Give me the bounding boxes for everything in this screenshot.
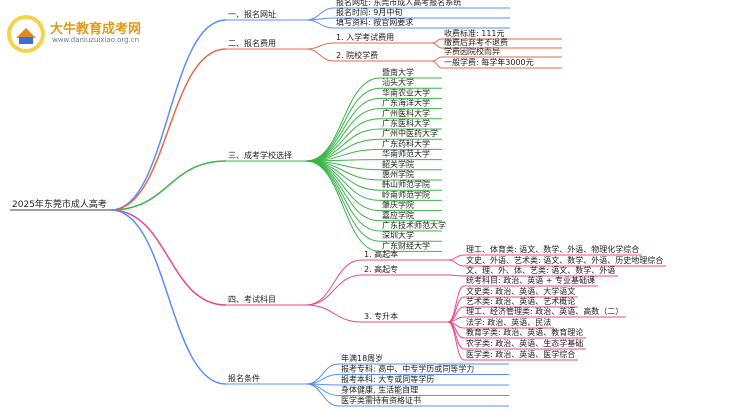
connector-line [305,128,381,162]
child-node: 广州医科大学 [382,108,430,118]
connector-line [305,274,363,306]
branch-node: 二、报名费用 [228,38,276,48]
child-node: 报考本科: 大专或同等学历 [341,374,434,384]
connector-line [431,56,443,62]
child-node: 2. 高起专 [364,264,398,274]
child-node: 深圳大学 [382,230,414,240]
connector-line [110,19,227,211]
connector-line [431,42,443,49]
child-node: 广州中医药大学 [382,128,438,138]
child-node: 医学类需持有资格证书 [341,395,421,405]
connector-line [305,160,381,232]
connector-line [305,77,381,162]
child-node: 汕头大学 [382,77,414,87]
connector-line [110,160,227,211]
connector-line [110,48,227,211]
connector-line [431,60,443,69]
child-node: 嘉应学院 [382,210,414,220]
connector-line [305,48,335,62]
connector-line [305,259,363,306]
connector-line [305,97,381,162]
connector-line [305,42,335,50]
connector-line [447,321,465,361]
child-node: 华南农业大学 [382,87,430,97]
connector-line [305,108,381,162]
connector-line [305,383,340,407]
branch-node: 四、考试科目 [228,294,276,304]
connector-line [305,87,381,162]
child-node: 身体健康, 生活能自理 [341,385,418,395]
leaf-node: 理工、体育类: 语文、数学、外语、物理化学综合 [466,244,639,254]
leaf-node: 医学类: 政治、英语、医学综合 [466,349,575,359]
connector-line [305,363,340,385]
child-node: 华南师范大学 [382,149,430,159]
leaf-node: 艺术类: 政治、英语、艺术概论 [466,296,575,306]
connector-line [447,285,465,323]
leaf-node: 农学类: 政治、英语、生态学基础 [466,338,583,348]
logo-icon [6,14,46,54]
child-node: 报考专科: 高中、中专学历或同等学力 [341,364,474,374]
root-node: 2025年东莞市成人高考 [12,198,107,210]
connector-line [305,160,381,201]
connector-line [305,19,335,29]
child-node: 岭南师范学院 [382,189,430,199]
leaf-node: 缴费后弃考不退费 [444,37,508,47]
logo-title: 大牛教育成考网 [50,22,142,37]
child-node: 韶关学院 [382,159,414,169]
leaf-node: 统考科目: 政治、英语 + 专业基础课 [466,275,595,285]
child-node: 1. 入学考试费用 [336,32,394,42]
connector-line [305,374,340,385]
branch-node: 报名条件 [228,373,260,383]
leaf-node: 收费标准: 111元 [444,28,505,38]
branch-node: 三、成考学校选择 [228,150,292,160]
logo-url: www.daniuzuixiao.org.cn [52,36,140,44]
leaf-node: 文、理、外、体、艺类: 语文、数学、外语 [466,265,615,275]
connector-line [110,209,227,306]
connector-line [305,304,363,323]
child-node: 1. 高起本 [364,249,398,259]
child-node: 广东财经大学 [382,240,430,250]
connector-line [305,17,335,21]
leaf-node: 文史类: 政治、英语、大学语文 [466,286,575,296]
leaf-node: 教育学类: 政治、英语、教育理论 [466,327,583,337]
connector-line [431,38,443,44]
child-node: 肇庆学院 [382,200,414,210]
connector-line [447,254,465,261]
leaf-node: 文史、外语、艺术类: 语文、数学、外语、历史地理综合 [466,255,663,265]
connector-line [447,259,465,267]
connector-line [447,321,465,350]
connector-line [305,160,381,212]
child-node: 暨南大学 [382,67,414,77]
connector-line [305,383,340,396]
connector-line [447,296,465,323]
connector-line [305,160,381,252]
leaf-node: 学费因院校而异 [444,46,500,56]
child-node: 填写资料: 按官网要求 [336,17,413,27]
child-node: 韩山师范学院 [382,179,430,189]
leaf-node: 法学: 政治、英语、民法 [466,317,551,327]
child-node: 广东海洋大学 [382,98,430,108]
leaf-node: 理工、经济管理类: 政治、英语、高数（二） [466,306,623,316]
connector-line [447,274,465,277]
branch-node: 一、报名网址 [228,9,276,19]
child-node: 报名时间: 9月中旬 [336,7,402,17]
child-node: 广东医科大学 [382,118,430,128]
child-node: 报名网址: 东莞市成人高考报名系统 [336,0,461,7]
connector-line [305,160,381,242]
child-node: 广东技术师范大学 [382,220,446,230]
child-node: 惠州学院 [382,169,414,179]
child-node: 广东药科大学 [382,138,430,148]
child-node: 年满18周岁 [341,353,383,363]
child-node: 3. 专升本 [364,311,398,321]
connector-line [110,209,227,385]
leaf-node: 一般学费: 每学年3000元 [444,57,534,67]
child-node: 2. 院校学费 [336,50,378,60]
